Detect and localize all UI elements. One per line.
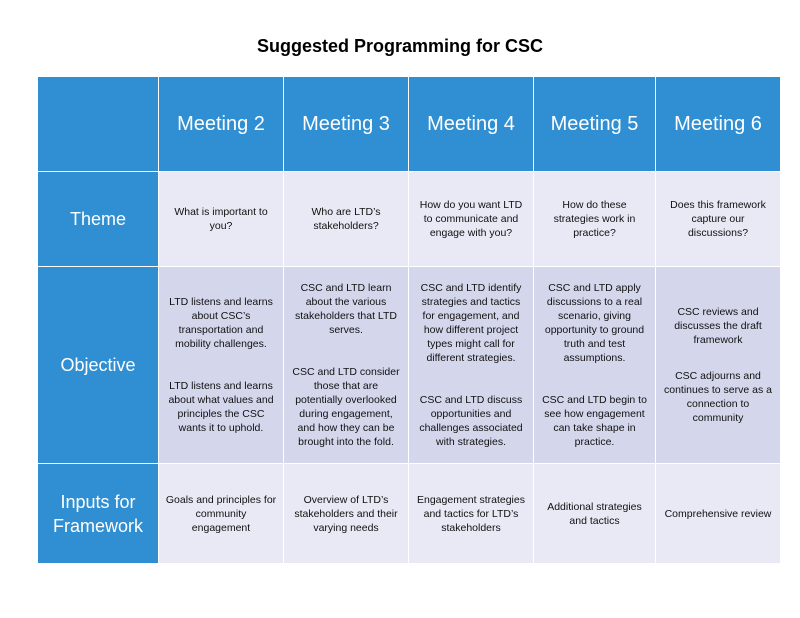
objective-cell: CSC reviews and discusses the draft fram… [655, 266, 781, 464]
row-label-objective: Objective [37, 266, 159, 464]
cell-text: CSC and LTD consider those that are pote… [292, 366, 400, 448]
cell-text: Who are LTD’s stakeholders? [311, 206, 381, 232]
cell-text: CSC and LTD learn about the various stak… [295, 282, 397, 336]
inputs-cell: Additional strategies and tactics [533, 463, 656, 564]
inputs-cell: Overview of LTD’s stakeholders and their… [283, 463, 409, 564]
theme-cell: How do these strategies work in practice… [533, 171, 656, 267]
theme-cell: How do you want LTD to communicate and e… [408, 171, 534, 267]
theme-cell: Who are LTD’s stakeholders? [283, 171, 409, 267]
cell-text: Comprehensive review [664, 507, 772, 520]
header-meeting-4: Meeting 4 [408, 76, 534, 172]
header-meeting-6: Meeting 6 [655, 76, 781, 172]
corner-cell [37, 76, 159, 172]
cell-text: Engagement strategies and tactics for LT… [417, 493, 525, 534]
row-label-theme: Theme [37, 171, 159, 267]
cell-text: Goals and principles for community engag… [165, 493, 277, 534]
cell-text: CSC reviews and discusses the draft fram… [674, 306, 762, 346]
objective-cell: CSC and LTD apply discussions to a real … [533, 266, 656, 464]
cell-text: Overview of LTD’s stakeholders and their… [294, 493, 398, 534]
theme-cell: What is important to you? [158, 171, 284, 267]
cell-text: How do you want LTD to communicate and e… [419, 199, 523, 239]
header-meeting-2: Meeting 2 [158, 76, 284, 172]
inputs-cell: Comprehensive review [655, 463, 781, 564]
cell-text: CSC and LTD begin to see how engagement … [542, 394, 647, 448]
cell-text: CSC and LTD apply discussions to a real … [544, 282, 645, 364]
objective-cell: LTD listens and learns about CSC’s trans… [158, 266, 284, 464]
theme-cell: Does this framework capture our discussi… [655, 171, 781, 267]
cell-text: CSC adjourns and continues to serve as a… [664, 370, 772, 424]
page-title: Suggested Programming for CSC [256, 36, 544, 56]
header-meeting-5: Meeting 5 [533, 76, 656, 172]
inputs-row: Inputs for Framework Goals and principle… [37, 463, 781, 564]
inputs-cell: Engagement strategies and tactics for LT… [408, 463, 534, 564]
cell-text: Does this framework capture our discussi… [670, 199, 766, 239]
objective-cell: CSC and LTD learn about the various stak… [283, 266, 409, 464]
row-label-inputs: Inputs for Framework [37, 463, 159, 564]
objective-cell: CSC and LTD identify strategies and tact… [408, 266, 534, 464]
inputs-cell: Goals and principles for community engag… [158, 463, 284, 564]
cell-text: Additional strategies and tactics [547, 500, 642, 527]
programming-table: Meeting 2 Meeting 3 Meeting 4 Meeting 5 … [37, 76, 781, 564]
theme-row: Theme What is important to you? Who are … [37, 171, 781, 267]
cell-text: CSC and LTD discuss opportunities and ch… [419, 394, 523, 448]
objective-row: Objective LTD listens and learns about C… [37, 266, 781, 464]
cell-text: LTD listens and learns about CSC’s trans… [169, 296, 273, 350]
cell-text: What is important to you? [174, 206, 268, 232]
header-meeting-3: Meeting 3 [283, 76, 409, 172]
cell-text: CSC and LTD identify strategies and tact… [420, 282, 522, 364]
cell-text: How do these strategies work in practice… [553, 199, 636, 239]
cell-text: LTD listens and learns about what values… [168, 380, 274, 434]
header-row: Meeting 2 Meeting 3 Meeting 4 Meeting 5 … [37, 76, 781, 172]
